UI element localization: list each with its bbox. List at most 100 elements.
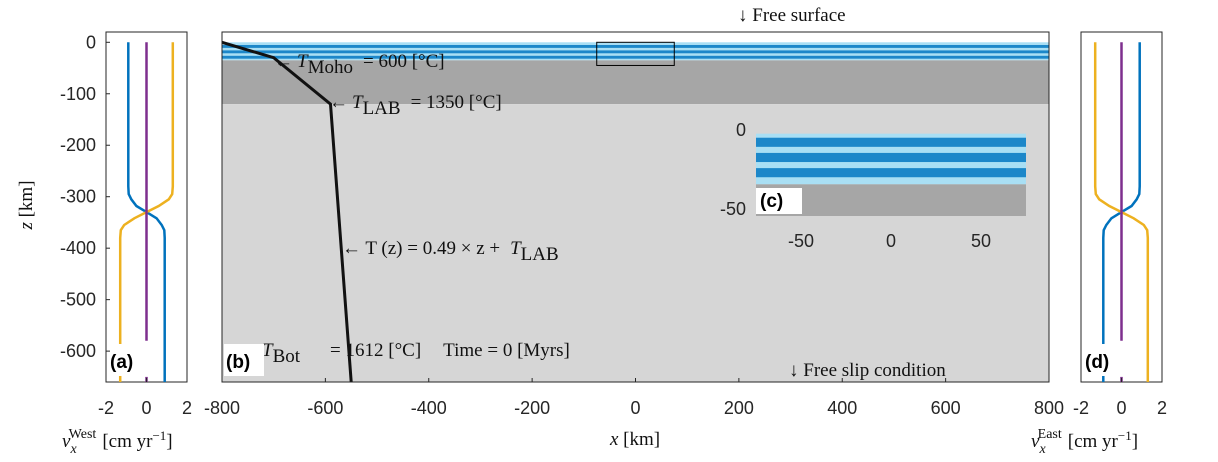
t-z-symbol: T bbox=[510, 238, 522, 259]
panel-a-tag-bg bbox=[108, 344, 148, 376]
panel-b-x-axis-label: x [km] bbox=[609, 429, 660, 450]
inset-y-tick-label: -50 bbox=[720, 199, 746, 219]
inset-crust-stripe bbox=[756, 168, 1026, 178]
t-lab-sub: LAB bbox=[363, 98, 401, 119]
free-slip-label: ↓ Free slip condition bbox=[789, 360, 946, 381]
panel-a-tag: (a) bbox=[110, 352, 133, 373]
xlabel-unit-pre: [cm yr bbox=[102, 431, 153, 452]
x-tick-label: 800 bbox=[1034, 398, 1064, 418]
inset-x-tick-label: 0 bbox=[886, 231, 896, 251]
x-tick-label: -200 bbox=[514, 398, 550, 418]
xlabel-unit-post: ] bbox=[1132, 431, 1138, 452]
xlabel-unit-sup: −1 bbox=[1118, 428, 1132, 443]
t-moho-annotation: ←TMoho = 600 [°C] bbox=[274, 51, 445, 78]
xlabel-base: v bbox=[1031, 431, 1040, 452]
panel-c-inset: (c) 0 -50 -50 0 50 bbox=[720, 120, 1026, 251]
t-lab-value: = 1350 [°C] bbox=[411, 92, 502, 113]
x-tick-label: 0 bbox=[141, 398, 151, 418]
y-tick-label: 0 bbox=[86, 32, 96, 52]
panel-a-x-axis-label: vxWest [cm yr−1] bbox=[62, 427, 173, 457]
x-tick-label: -400 bbox=[411, 398, 447, 418]
x-tick-label: 2 bbox=[182, 398, 192, 418]
t-lab-arrow: ← bbox=[329, 92, 348, 113]
xlabel-sub: x bbox=[69, 442, 77, 457]
x-tick-label: 600 bbox=[931, 398, 961, 418]
inset-y-tick-label: 0 bbox=[736, 120, 746, 140]
t-moho-symbol: T bbox=[297, 51, 309, 72]
t-z-sub: LAB bbox=[521, 244, 559, 265]
panel-d: (d) -2 0 2 vxEast [cm yr−1] bbox=[1031, 31, 1167, 457]
crust-stripe bbox=[222, 55, 1049, 59]
xlabel-sup: East bbox=[1038, 427, 1062, 442]
xlabel-unit-sup: −1 bbox=[152, 428, 166, 443]
x-tick-label: 2 bbox=[1157, 398, 1167, 418]
panel-a-x-ticks: -2 0 2 bbox=[98, 378, 192, 418]
xlabel-unit-post: ] bbox=[166, 431, 172, 452]
panel-c-tag: (c) bbox=[760, 191, 783, 212]
crust-stripe bbox=[222, 50, 1049, 54]
inset-x-tick-label: -50 bbox=[788, 231, 814, 251]
t-z-annotation: ← T (z) = 0.49 × z + TLAB bbox=[342, 238, 559, 265]
t-bot-annotation: TBot = 1612 [°C] Time = 0 [Myrs] bbox=[262, 340, 570, 367]
layer-lithospheric-mantle bbox=[222, 60, 1049, 105]
y-tick-label: -500 bbox=[60, 290, 96, 310]
x-tick-label: 0 bbox=[630, 398, 640, 418]
t-moho-sub: Moho bbox=[308, 57, 353, 78]
panel-b-tag: (b) bbox=[226, 352, 250, 373]
panel-c-tag-bg bbox=[756, 188, 802, 214]
panel-d-x-ticks: -2 0 2 bbox=[1073, 378, 1167, 418]
y-tick-label: -300 bbox=[60, 187, 96, 207]
panel-c-x-ticks: -50 0 50 bbox=[788, 231, 991, 251]
x-tick-label: 200 bbox=[724, 398, 754, 418]
crust-stripe bbox=[222, 44, 1049, 48]
panel-a: (a) 0 -100 -200 -300 -400 -500 -600 -2 0 2 z [km… bbox=[16, 31, 192, 457]
inset-location-box bbox=[596, 41, 675, 66]
t-bot-sub: Bot bbox=[273, 346, 301, 367]
panel-b-tag-bg bbox=[224, 344, 264, 376]
x-tick-label: 400 bbox=[827, 398, 857, 418]
t-bot-value: = 1612 [°C] bbox=[330, 340, 421, 361]
inset-crust-stripe bbox=[756, 152, 1026, 163]
panel-d-tag: (d) bbox=[1085, 352, 1109, 373]
y-axis-var: z bbox=[16, 222, 37, 231]
inset-x-tick-label: 50 bbox=[971, 231, 991, 251]
time-label: Time = 0 [Myrs] bbox=[443, 340, 570, 361]
x-tick-label: -800 bbox=[204, 398, 240, 418]
t-bot-symbol: T bbox=[262, 340, 274, 361]
t-moho-value: = 600 [°C] bbox=[363, 51, 445, 72]
panel-d-x-axis-label: vxEast [cm yr−1] bbox=[1031, 427, 1138, 457]
free-surface-label: ↓ Free surface bbox=[738, 5, 846, 26]
panel-a-series bbox=[118, 42, 175, 382]
panel-b-layers bbox=[222, 42, 1049, 382]
panel-c-y-ticks: 0 -50 bbox=[720, 120, 746, 219]
panel-b-x-ticks: -800 -600 -400 -200 0 200 400 600 800 bbox=[204, 378, 1064, 418]
y-tick-label: -600 bbox=[60, 341, 96, 361]
t-lab-symbol: T bbox=[352, 92, 364, 113]
xlabel-unit-pre: [cm yr bbox=[1068, 431, 1119, 452]
t-lab-annotation: ←TLAB = 1350 [°C] bbox=[329, 92, 502, 119]
x-tick-label: -2 bbox=[1073, 398, 1089, 418]
y-tick-label: -400 bbox=[60, 238, 96, 258]
y-tick-label: -100 bbox=[60, 84, 96, 104]
xlabel-sub: x bbox=[1038, 442, 1046, 457]
x-tick-label: -2 bbox=[98, 398, 114, 418]
x-tick-label: 0 bbox=[1116, 398, 1126, 418]
panel-d-series bbox=[1093, 42, 1150, 382]
panel-d-tag-bg bbox=[1083, 344, 1123, 376]
temperature-profile-line bbox=[221, 40, 353, 383]
panel-a-y-ticks: 0 -100 -200 -300 -400 -500 -600 bbox=[60, 32, 110, 361]
t-z-formula: ← T (z) = 0.49 × z + bbox=[342, 238, 500, 259]
y-axis-unit: [km] bbox=[16, 180, 37, 217]
y-tick-label: -200 bbox=[60, 135, 96, 155]
xlabel-unit: [km] bbox=[623, 429, 660, 450]
xlabel-sup: West bbox=[69, 427, 97, 442]
panel-b: ←TMoho= 600 [°C] ←TLAB= 1350 [°C] ← T (z… bbox=[204, 5, 1064, 450]
x-tick-label: -600 bbox=[307, 398, 343, 418]
panel-a-y-axis-label: z [km] bbox=[16, 180, 37, 230]
panel-c-layers bbox=[756, 133, 1026, 216]
t-moho-arrow: ← bbox=[274, 51, 293, 72]
xlabel-var: x bbox=[609, 429, 619, 450]
xlabel-base: v bbox=[62, 431, 71, 452]
inset-crust-stripe bbox=[756, 137, 1026, 147]
